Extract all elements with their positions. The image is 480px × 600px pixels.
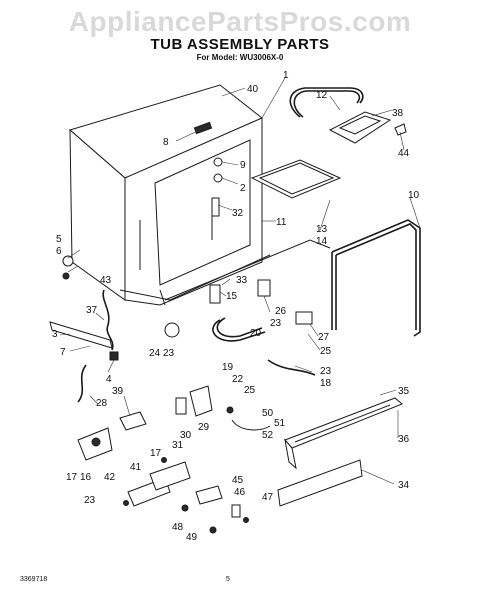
- callout-27: 27: [318, 332, 330, 343]
- callout-13: 13: [316, 224, 328, 235]
- callout-48: 48: [172, 522, 184, 533]
- callout-20: 20: [250, 328, 262, 339]
- callout-2: 2: [240, 183, 246, 194]
- callout-49: 49: [186, 532, 198, 543]
- callout-33: 33: [236, 275, 248, 286]
- left-bracket-parts: [49, 255, 147, 431]
- diagram-subtitle: For Model: WU3006X-0: [196, 53, 284, 62]
- callout-26: 26: [275, 306, 287, 317]
- callout-25-a: 25: [320, 346, 332, 357]
- door-gasket-frame: [331, 219, 421, 337]
- callout-46: 46: [234, 487, 246, 498]
- callout-23-d: 23: [84, 495, 96, 506]
- callout-4: 4: [106, 374, 112, 385]
- callout-14: 14: [316, 236, 328, 247]
- callout-34: 34: [398, 480, 410, 491]
- callout-9: 9: [240, 160, 246, 171]
- vent-hose-assembly: [289, 87, 407, 144]
- callout-12: 11: [276, 217, 287, 228]
- callout-3: 3: [52, 329, 58, 340]
- diagram-title: TUB ASSEMBLY PARTS: [150, 36, 330, 53]
- callout-24: 24: [149, 348, 161, 359]
- callout-39: 39: [112, 386, 124, 397]
- tub-gasket: [250, 159, 342, 199]
- footer-code: 3369718: [20, 576, 48, 583]
- callout-41: 41: [130, 462, 142, 473]
- callout-1: 1: [283, 70, 289, 81]
- bottom-left-parts: [77, 427, 191, 507]
- callout-47: 47: [262, 492, 274, 503]
- callout-19: 19: [222, 362, 234, 373]
- callout-43: 43: [100, 275, 112, 286]
- kick-plate-panels: [277, 397, 403, 507]
- callout-28: 28: [96, 398, 108, 409]
- callout-17-a: 17: [150, 448, 162, 459]
- callout-51: 51: [274, 418, 286, 429]
- callout-50: 50: [262, 408, 274, 419]
- callout-11: 12: [316, 90, 328, 101]
- callout-18: 18: [320, 378, 332, 389]
- callout-36: 36: [398, 434, 410, 445]
- callout-17-b: 17: [66, 472, 78, 483]
- callout-8: 8: [163, 137, 169, 148]
- callout-leaders: [59, 77, 421, 485]
- callout-30: 30: [180, 430, 192, 441]
- callout-15: 15: [226, 291, 238, 302]
- callout-40: 40: [247, 84, 259, 95]
- callout-37: 37: [86, 305, 98, 316]
- callout-38: 38: [392, 108, 404, 119]
- callout-32: 32: [232, 208, 244, 219]
- callout-23-a: 23: [270, 318, 282, 329]
- callout-23-c: 23: [320, 366, 332, 377]
- callout-5: 5: [56, 234, 62, 245]
- callout-42: 42: [104, 472, 116, 483]
- callout-35: 35: [398, 386, 410, 397]
- lower-valve-parts: [175, 385, 271, 431]
- callout-10: 10: [408, 190, 420, 201]
- callout-29: 29: [198, 422, 210, 433]
- tub-assembly: [68, 84, 331, 306]
- callout-31: 31: [172, 440, 184, 451]
- callout-25-b: 25: [244, 385, 256, 396]
- callout-16: 16: [80, 472, 92, 483]
- callout-44: 44: [398, 148, 410, 159]
- callout-22: 22: [232, 374, 244, 385]
- bottom-center-parts: [181, 485, 249, 534]
- callout-6: 6: [56, 246, 62, 257]
- center-hose-parts: [164, 279, 316, 376]
- callout-23-b: 23: [163, 348, 175, 359]
- callout-45: 45: [232, 475, 244, 486]
- callout-52: 52: [262, 430, 274, 441]
- callout-labels: 1 40 12 38 8 44 9 2 10 32 11 13 14 5 6 3…: [52, 70, 420, 543]
- footer-page-number: 5: [226, 576, 230, 583]
- callout-7: 7: [60, 347, 66, 358]
- watermark-text: AppliancePartsPros.com: [68, 6, 412, 37]
